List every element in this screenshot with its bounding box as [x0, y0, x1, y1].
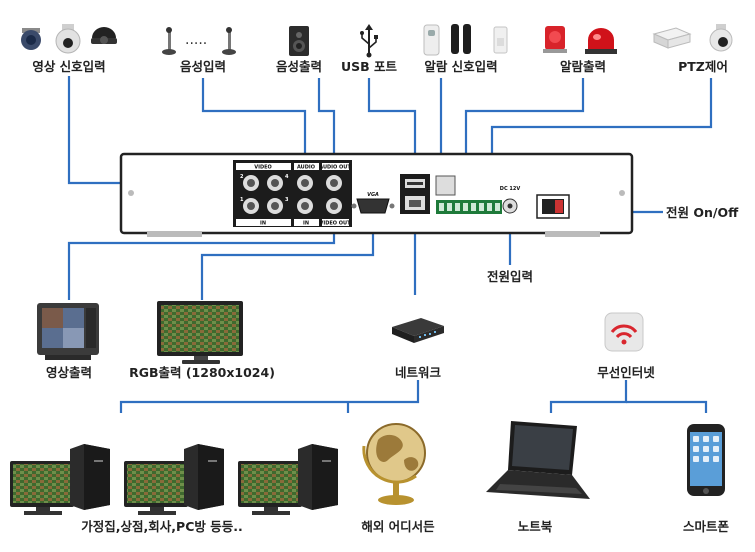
microphone-icon-2 — [222, 27, 236, 55]
wire-audio-out — [317, 78, 336, 183]
video-in-footer-label: IN — [260, 221, 266, 227]
audio-output-label: 음성출력 — [276, 59, 322, 74]
bnc-video-in-1 — [243, 175, 259, 191]
desktop-pc-icon-3 — [238, 444, 338, 515]
connection-wires — [67, 76, 713, 413]
camera-icons — [21, 24, 117, 54]
alarm-output-icons — [543, 26, 617, 54]
usb-port-label: USB 포트 — [341, 59, 398, 74]
beam-sensor-icon — [451, 24, 471, 54]
audio-header-label: AUDIO — [297, 165, 315, 171]
globe-icon — [362, 423, 426, 505]
lcd-monitor-icon — [157, 301, 243, 364]
home-office-label: 가정집,상점,회사,PC방 등등.. — [81, 519, 242, 534]
laptop-icon — [486, 421, 590, 499]
alarm-terminal-block — [435, 175, 502, 214]
crt-monitor-icon — [37, 303, 99, 360]
dvr-back-panel: VIDEO AUDIO AUDIO OUT 2 4 1 3 IN IN VIDE… — [119, 152, 634, 237]
pir-sensor-icon — [423, 24, 440, 56]
ptz-control-label: PTZ제어 — [678, 59, 728, 74]
laptop-label: 노트북 — [518, 519, 553, 534]
microphone-icon — [162, 27, 176, 55]
ptz-controller-icon — [652, 27, 692, 49]
bnc-video-in-4 — [267, 198, 283, 214]
video-output-label: 영상출력 — [46, 365, 92, 380]
desktop-pc-icon-1 — [10, 444, 110, 515]
power-switch — [536, 194, 570, 219]
dome-camera-icon — [21, 28, 41, 50]
rca-audio-in-1 — [297, 175, 313, 191]
bnc-video-out — [326, 198, 342, 214]
ptz-device-icons — [652, 24, 733, 52]
rgb-output-label: RGB출력 (1280x1024) — [129, 365, 275, 380]
wire-audio-in — [201, 78, 307, 183]
speaker-icon — [289, 26, 309, 56]
desktop-pc-icon-2 — [124, 444, 224, 515]
rca-audio-in-2 — [297, 198, 313, 214]
wire-usb — [367, 78, 417, 183]
wire-network-clients — [119, 380, 420, 413]
siren-icon — [543, 26, 567, 53]
audio-input-label: 음성입력 — [180, 59, 226, 74]
bnc-video-in-2 — [267, 175, 283, 191]
alarm-output-label: 알람출력 — [560, 59, 606, 74]
alarm-sensor-icons — [423, 24, 508, 56]
dots-icon: ····· — [185, 36, 207, 52]
ptz-camera-device-icon — [709, 24, 733, 52]
microphone-icons: ····· — [162, 27, 236, 55]
network-switch-icon — [392, 318, 444, 343]
warning-light-icon — [585, 28, 617, 54]
wire-wireless-hub — [549, 380, 628, 413]
av-port-block: VIDEO AUDIO AUDIO OUT 2 4 1 3 IN IN VIDE… — [233, 160, 352, 227]
video-out-footer-label: VIDEO OUT — [319, 221, 351, 227]
port-number-3: 3 — [285, 197, 289, 203]
alarm-input-label: 알람 신호입력 — [424, 59, 497, 74]
smartphone-label: 스마트폰 — [683, 519, 730, 534]
port-number-2: 2 — [240, 174, 244, 180]
bnc-video-in-3 — [243, 198, 259, 214]
video-input-label: 영상 신호입력 — [32, 59, 105, 74]
dc-input-port: DC 12V — [500, 186, 521, 214]
audio-out-header-label: AUDIO OUT — [319, 165, 351, 171]
dc-label: DC 12V — [500, 186, 521, 192]
overseas-label: 해외 어디서든 — [361, 519, 435, 534]
door-sensor-icon — [493, 26, 508, 54]
wire-wireless-phone — [626, 400, 708, 413]
rca-audio-out — [326, 175, 342, 191]
black-dome-camera-icon — [91, 27, 117, 44]
power-switch-label: 전원 On/Off — [666, 205, 739, 220]
wireless-internet-label: 무선인터넷 — [597, 365, 655, 380]
smartphone-icon — [687, 424, 725, 496]
video-header-label: VIDEO — [254, 165, 272, 171]
vga-port: VGA — [351, 192, 395, 214]
ptz-camera-icon — [55, 24, 81, 54]
port-number-1: 1 — [240, 197, 244, 203]
audio-in-footer-label: IN — [303, 221, 309, 227]
port-number-4: 4 — [285, 174, 289, 180]
network-label: 네트워크 — [395, 365, 442, 380]
wifi-icon — [604, 312, 644, 352]
power-input-label: 전원입력 — [487, 269, 533, 284]
usb-lan-ports — [400, 174, 430, 214]
vga-label: VGA — [367, 192, 379, 198]
usb-icon — [360, 24, 378, 58]
